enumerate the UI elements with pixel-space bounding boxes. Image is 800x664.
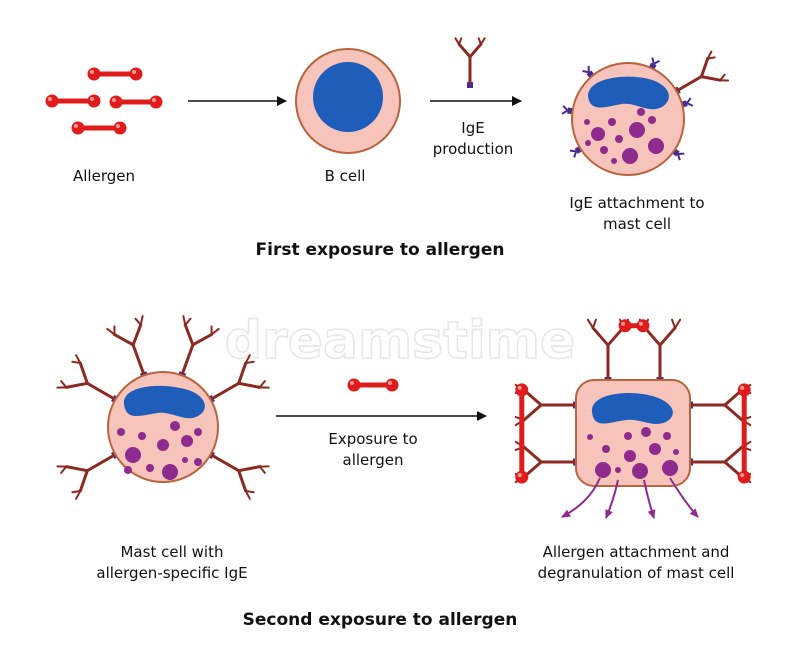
b-cell-label: B cell (324, 167, 366, 185)
b-cell-icon (295, 48, 401, 154)
mast-cell-icon (561, 50, 730, 176)
degranulation-arrows (561, 477, 699, 519)
mast-cell-icon (514, 318, 752, 519)
mast-cell-line2: allergen-specific IgE (96, 564, 248, 582)
ige-attachment-line1: IgE attachment to (569, 194, 705, 212)
ige-attachment-label: IgE attachment to mast cell (569, 193, 704, 235)
ige-production-line2: production (432, 140, 514, 158)
allergen-dumbbell-icon (347, 378, 399, 392)
second-exposure-title: Second exposure to allergen (242, 610, 518, 630)
first-exposure-title: First exposure to allergen (255, 240, 505, 260)
granules (587, 427, 679, 479)
degranulation-line1: Allergen attachment and (542, 543, 730, 561)
granules (584, 108, 664, 164)
watermark: dreamstime (225, 311, 576, 371)
degranulation-label: Allergen attachment and degranulation of… (538, 542, 735, 584)
allergen-dumbbell-icon (87, 67, 143, 81)
ige-attachment-line2: mast cell (602, 215, 672, 233)
ige-production-label: IgE production (433, 118, 514, 160)
allergen-label: Allergen (73, 167, 135, 185)
allergen-dumbbell-icon (45, 94, 101, 108)
allergen-group (45, 67, 163, 135)
exposure-line1: Exposure to (328, 430, 418, 448)
exposure-label: Exposure to allergen (328, 429, 417, 471)
granules (117, 421, 202, 480)
mast-cell-label: Mast cell with allergen-specific IgE (96, 542, 247, 584)
allergen-dumbbell-icon (109, 95, 163, 109)
exposure-line2: allergen (342, 451, 404, 469)
degranulation-line2: degranulation of mast cell (537, 564, 735, 582)
allergen-dumbbell-icon (71, 121, 127, 135)
mast-cell-icon (56, 315, 270, 500)
mast-cell-line1: Mast cell with (120, 543, 224, 561)
ige-antibody-icon (454, 37, 486, 88)
crosslinked-antibodies (514, 318, 752, 484)
ige-production-line1: IgE (461, 119, 485, 137)
